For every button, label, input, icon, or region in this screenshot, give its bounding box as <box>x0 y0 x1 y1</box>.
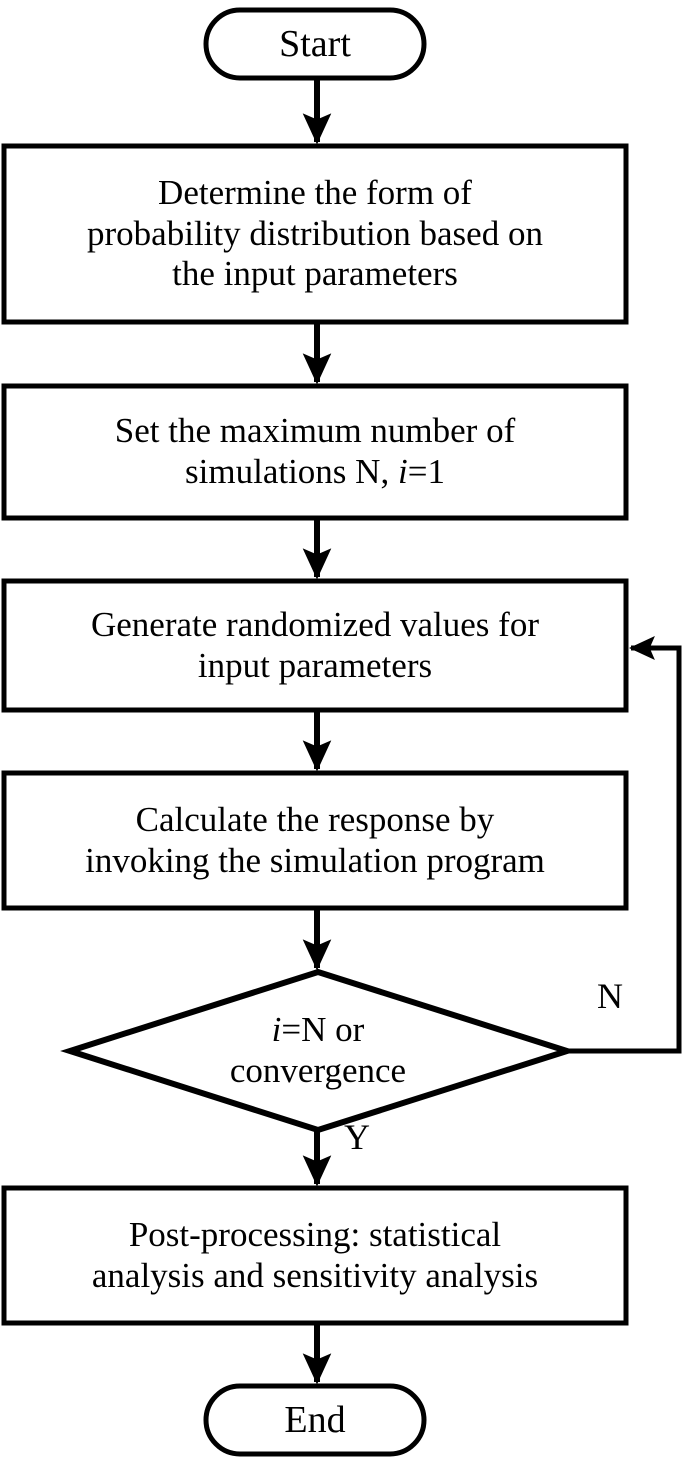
start-terminator-shape[interactable] <box>203 7 427 81</box>
determine-distribution-shape[interactable] <box>1 143 629 325</box>
generate-random-values-shape[interactable] <box>1 578 629 713</box>
set-max-simulations-shape[interactable] <box>1 383 629 521</box>
calculate-response-shape[interactable] <box>1 770 629 911</box>
end-terminator-shape[interactable] <box>203 1383 427 1457</box>
post-processing-shape[interactable] <box>1 1185 629 1326</box>
edge-decision-no-feedback-loop <box>567 636 682 1054</box>
edge-label-no: N <box>597 976 623 1016</box>
convergence-decision-shape[interactable] <box>60 968 577 1134</box>
edge-label-yes: Y <box>344 1117 370 1157</box>
